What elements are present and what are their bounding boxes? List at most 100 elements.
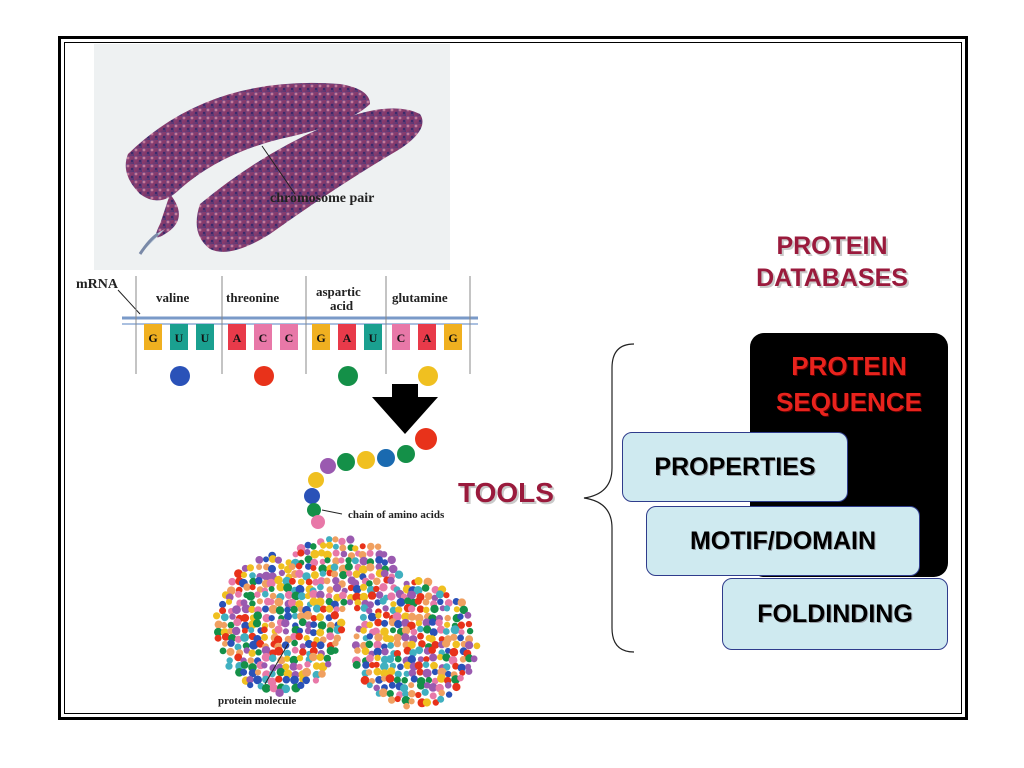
slide-frame-outer [58, 36, 968, 720]
protein-atom [275, 606, 285, 615]
protein-atom [457, 674, 464, 682]
protein-atom [339, 544, 347, 552]
protein-atom [431, 668, 439, 676]
protein-atom [415, 646, 424, 655]
protein-atom [255, 649, 262, 656]
protein-atom [417, 625, 424, 633]
protein-atom [268, 621, 276, 629]
protein-atom [366, 654, 374, 663]
protein-atom [457, 613, 464, 620]
protein-atom [243, 647, 250, 654]
protein-atom [457, 663, 466, 672]
protein-atom [465, 620, 473, 628]
base-tile [280, 324, 298, 350]
protein-atom [281, 641, 290, 649]
protein-atom [403, 661, 412, 670]
protein-atom [421, 688, 429, 696]
protein-atom [452, 662, 459, 670]
protein-atom [228, 577, 236, 586]
protein-atom [262, 614, 271, 623]
protein-atom [274, 575, 283, 585]
protein-atom [444, 599, 453, 607]
protein-atom [352, 570, 361, 578]
protein-atom [458, 629, 465, 636]
chromosome-pair-label: chromosome pair [270, 191, 374, 206]
tools-label: TOOLS [458, 477, 554, 508]
protein-atom [409, 649, 417, 657]
protein-atom [393, 639, 402, 648]
protein-atom [374, 654, 381, 661]
protein-atom [367, 591, 377, 600]
protein-atom [429, 628, 438, 637]
protein-atom [423, 656, 430, 663]
protein-atom [310, 558, 319, 567]
protein-atom [416, 681, 426, 690]
protein-atom [310, 621, 318, 628]
protein-atom [291, 646, 299, 654]
protein-atom [283, 649, 291, 657]
protein-atom [312, 578, 320, 586]
protein-atom [227, 627, 234, 635]
protein-atom [261, 571, 271, 581]
protein-atom [338, 557, 345, 564]
protein-sequence-label: PROTEIN SEQUENCE [750, 348, 948, 420]
protein-atom [319, 605, 328, 613]
protein-atom [428, 646, 437, 654]
protein-atom [310, 641, 318, 648]
protein-atom [249, 584, 256, 591]
protein-atom [219, 600, 227, 609]
protein-atom [319, 570, 327, 577]
protein-atom [274, 597, 284, 607]
protein-atom [423, 577, 433, 587]
protein-atom [442, 628, 450, 635]
protein-atom [424, 592, 433, 600]
protein-atom [387, 555, 396, 565]
protein-atom [445, 670, 452, 678]
protein-atom [443, 605, 451, 612]
protein-atom [323, 654, 331, 663]
protein-atom [214, 620, 223, 629]
protein-atom [340, 550, 348, 558]
protein-atom [401, 626, 411, 635]
protein-atom [291, 612, 299, 620]
protein-atom [408, 612, 417, 621]
protein-atom [295, 562, 303, 570]
protein-atom [248, 627, 255, 634]
protein-atom [246, 564, 254, 572]
protein-atom [289, 577, 296, 585]
sequence-line-2: SEQUENCE [776, 387, 922, 417]
protein-atom [254, 669, 262, 676]
protein-atom [219, 607, 227, 615]
protein-atom [390, 601, 397, 608]
curly-brace [583, 343, 635, 653]
properties-box: PROPERTIES [622, 432, 848, 502]
protein-atom [304, 555, 313, 564]
protein-atom [351, 641, 360, 650]
protein-atom [297, 549, 305, 557]
protein-atom [373, 585, 380, 593]
protein-atom [240, 661, 249, 669]
protein-atom [282, 675, 291, 684]
foldinding-box: FOLDINDING [722, 578, 948, 650]
protein-atom [248, 649, 256, 657]
protein-atom [339, 571, 348, 580]
chain-bead [307, 503, 321, 517]
protein-atom [386, 690, 394, 698]
protein-atom [425, 676, 433, 684]
protein-atom [338, 537, 346, 546]
protein-atom [284, 612, 292, 621]
protein-atom [381, 675, 388, 682]
protein-atom [255, 556, 264, 564]
protein-atom [359, 592, 369, 602]
protein-atom [219, 647, 227, 655]
protein-atom [373, 640, 382, 650]
protein-atom [227, 586, 236, 595]
protein-atom [248, 605, 256, 614]
protein-atom [233, 618, 242, 627]
protein-atom [289, 655, 299, 665]
protein-atom [225, 662, 233, 670]
chain-bead [337, 453, 355, 471]
protein-atom [465, 641, 474, 650]
chain-bead [357, 451, 375, 469]
amino-acid-label-acid: acid [330, 298, 354, 313]
